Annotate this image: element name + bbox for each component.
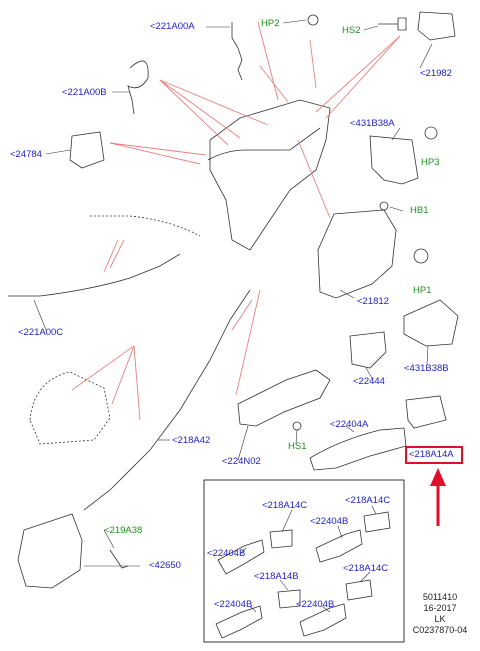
cable-ghost-upper [90,215,201,237]
ref-line-4: C0237870-04 [412,625,468,635]
callout-24784[interactable]: <24784 [10,149,42,160]
callout-hs2[interactable]: HS2 [342,25,361,36]
callout-218a42[interactable]: <218A42 [172,435,211,446]
callout-218a14b-1[interactable]: <218A14B [254,571,299,582]
ref-line-3: LK [434,614,446,624]
callout-hb1[interactable]: HB1 [410,205,429,216]
cable-221a00a [231,22,243,81]
callout-221a00c[interactable]: <221A00C [18,327,64,338]
callout-218a14a[interactable]: <218A14A [409,449,454,460]
callout-22404b-2[interactable]: <22404B [207,548,246,559]
cable-221a00b [127,60,149,115]
callout-218a14c-1[interactable]: <218A14C [262,500,308,511]
inset-handle-1 [217,539,265,575]
callout-431b38a[interactable]: <431B38A [350,118,395,129]
callout-21812[interactable]: <21812 [357,296,389,307]
callout-hp2[interactable]: HP2 [261,18,280,29]
callout-22404b-1[interactable]: <22404B [310,516,349,527]
drawing-reference: 5011410 16-2017 LK C0237870-04 [404,592,476,636]
callout-22404a[interactable]: <22404A [330,419,369,430]
callout-22404b-4[interactable]: <22404B [296,599,335,610]
callout-hp1[interactable]: HP1 [413,285,432,296]
inset-cap-2 [363,511,391,533]
parts-illustration [8,11,459,639]
plug-hp3 [424,126,438,140]
callout-21982[interactable]: <21982 [420,68,452,79]
plug-hp1 [413,248,429,264]
callout-hs1[interactable]: HS1 [288,441,307,452]
bracket-24784 [69,131,105,169]
cable-218a42 [83,289,251,511]
inset-cap-4 [345,579,373,601]
inset-box [203,479,405,643]
callout-42650[interactable]: <42650 [149,560,181,571]
callout-219a38[interactable]: <219A38 [104,525,143,536]
cover-431b38a [369,135,419,185]
callout-221a00b[interactable]: <221A00B [62,87,107,98]
bezel-22444 [349,331,387,369]
latch-21812 [317,209,397,299]
callout-431b38b[interactable]: <431B38B [404,363,449,374]
cap-218a14a [405,395,447,429]
screw-hs1 [292,421,302,431]
leader-lines [71,21,401,421]
striker-21982 [417,11,456,41]
handle-22404a [309,427,407,471]
plug-hp2 [307,14,319,26]
callout-22444[interactable]: <22444 [353,376,385,387]
cover-431b38b [403,299,459,347]
ref-line-2: 16-2017 [423,603,457,613]
rod-219a38 [109,549,129,569]
inset-handle-4 [299,603,347,637]
inset-cap-1 [269,529,293,549]
pointer-arrow [430,468,446,526]
callout-221a00a[interactable]: <221A00A [150,21,195,32]
handle-carrier [209,99,331,251]
handle-carrier-detail [207,127,321,161]
inset-cap-3 [277,589,301,609]
inset-handle-3 [215,605,263,639]
callout-22404b-3[interactable]: <22404B [214,599,253,610]
highlight-box [405,446,463,464]
carrier-224n02 [237,369,331,427]
callout-218a14c-3[interactable]: <218A14C [343,563,389,574]
screw-hs2 [378,17,407,31]
callout-hp3[interactable]: HP3 [421,157,440,168]
actuator-ghost [29,371,111,445]
callout-leaders [33,19,433,613]
actuator-42650 [17,513,83,589]
inset-handle-2 [315,529,363,563]
ref-line-1: 5011410 [422,592,458,602]
cable-221a00c [8,253,181,297]
callout-218a14c-2[interactable]: <218A14C [345,495,391,506]
bolt-hb1 [379,201,389,211]
callout-224n02[interactable]: <224N02 [222,456,261,467]
